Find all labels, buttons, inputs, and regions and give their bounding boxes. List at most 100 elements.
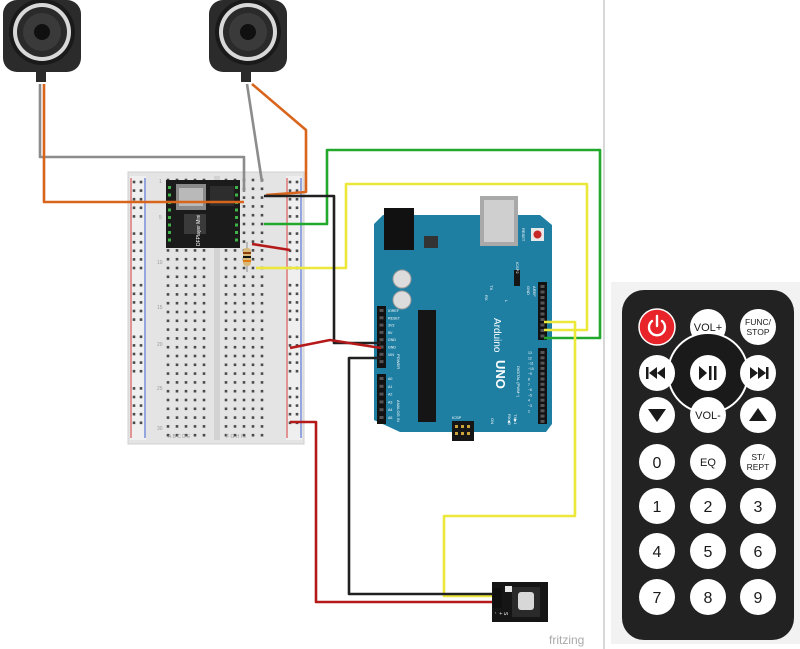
- arduino-digital-pin-label: 12: [528, 356, 532, 360]
- remote-digit-9-button[interactable]: 9: [740, 579, 776, 615]
- remote-func-stop-button[interactable]: FUNC/ STOP: [740, 309, 776, 345]
- digit-4-label: 4: [653, 544, 662, 561]
- next-icon: [750, 367, 769, 379]
- st-rept-label-1: ST/: [751, 452, 765, 462]
- arduino-power-pin-label: IOREF: [388, 309, 400, 313]
- wire-yellow-top: [256, 182, 589, 332]
- remote-digit-2-button[interactable]: 2: [690, 488, 726, 524]
- arduino-digital-pin-label: 4: [528, 399, 530, 403]
- remote-digit-6-button[interactable]: 6: [740, 533, 776, 569]
- digit-8-label: 8: [704, 590, 713, 607]
- arduino-digital-pin-label: ~3: [528, 404, 532, 408]
- arduino-icsp-label: ICSP: [452, 415, 462, 420]
- remote-vol-down-button[interactable]: VOL-: [690, 397, 726, 433]
- arduino-rx-pin-label: RX◀0: [507, 414, 512, 426]
- arduino-tx-pin-label: TX▶1: [513, 414, 518, 425]
- speaker-left: [3, 0, 81, 82]
- wire-black-ir: [347, 356, 492, 596]
- remote-digit-5-button[interactable]: 5: [690, 533, 726, 569]
- remote-next-button[interactable]: [740, 355, 776, 391]
- arduino-power-label: POWER: [396, 354, 401, 369]
- remote-digit-7-button[interactable]: 7: [639, 579, 675, 615]
- remote-prev-button[interactable]: [639, 355, 675, 391]
- power-icon: [647, 319, 667, 337]
- wire-red-resistor: [251, 242, 291, 252]
- breadboard-right-columns: F G H I J: [226, 434, 247, 440]
- zero-label: 0: [653, 455, 662, 472]
- arduino-digital-pin-label: ~6: [528, 388, 532, 392]
- vol-up-label: VOL+: [694, 322, 722, 334]
- remote-eq-button[interactable]: EQ: [690, 444, 726, 480]
- digit-3-label: 3: [754, 499, 763, 516]
- arduino-power-pin-label: GND: [388, 346, 396, 350]
- breadboard-row-15: 15: [157, 305, 163, 311]
- arduino-digital-pin-label: ~9: [528, 372, 532, 376]
- breadboard-left-columns: A B C D E: [168, 434, 191, 440]
- wires: [38, 83, 602, 604]
- down-icon: [648, 409, 666, 422]
- remote-st-rept-button[interactable]: ST/ REPT: [740, 444, 776, 480]
- remote-digit-1-button[interactable]: 1: [639, 488, 675, 524]
- arduino-power-pin-label: GND: [388, 338, 396, 342]
- vol-down-label: VOL-: [695, 410, 721, 422]
- wire-red-5v: [289, 338, 382, 350]
- remote-power-button[interactable]: [638, 308, 676, 346]
- arduino-gnd-label: GND: [526, 286, 531, 295]
- arduino-analog-pin-label: A4: [388, 408, 392, 412]
- func-stop-label-1: FUNC/: [745, 317, 772, 327]
- func-stop-label-2: STOP: [747, 327, 770, 337]
- breadboard-row-30: 30: [157, 426, 163, 432]
- breadboard-row-10: 10: [157, 260, 163, 266]
- digit-7-label: 7: [653, 590, 662, 607]
- up-icon: [749, 408, 767, 421]
- ir-receiver-module: - + S: [492, 582, 548, 622]
- arduino-digital-pin-label: 13: [528, 351, 532, 355]
- arduino-tx-label: TX: [489, 285, 494, 290]
- breadboard-row-5: 5: [159, 215, 162, 221]
- arduino-aref-label: AREF: [532, 286, 537, 297]
- arduino-digital-pin-label: ~10: [528, 367, 534, 371]
- wire-orange-right-speaker: [251, 83, 308, 197]
- st-rept-label-2: REPT: [747, 462, 770, 472]
- remote-down-button[interactable]: [639, 397, 675, 433]
- arduino-analog-pin-label: A0: [388, 377, 392, 381]
- arduino-analog-pin-label: A3: [388, 400, 392, 404]
- arduino-power-pin-label: VIN: [388, 353, 394, 357]
- digit-2-label: 2: [704, 499, 713, 516]
- arduino-digital-pin-label: 2: [528, 409, 530, 413]
- previous-icon: [646, 367, 665, 379]
- resistor: [243, 242, 251, 272]
- arduino-power-pin-label: 3V3: [388, 324, 394, 328]
- remote-digit-4-button[interactable]: 4: [639, 533, 675, 569]
- arduino-reset-label: RESET: [521, 228, 526, 242]
- eq-label: EQ: [700, 457, 716, 469]
- arduino-analog-pin-label: A1: [388, 385, 392, 389]
- remote-digit-8-button[interactable]: 8: [690, 579, 726, 615]
- wire-red-ir: [290, 420, 492, 604]
- dfplayer-module: DFPlayer Mini: [166, 180, 240, 248]
- arduino-uno: Arduino UNO AREF GND RESET ICSP2 TX RX L…: [374, 196, 552, 441]
- digit-9-label: 9: [754, 590, 763, 607]
- ir-pin-signal: S: [502, 612, 508, 616]
- remote-up-button[interactable]: [740, 397, 776, 433]
- digit-5-label: 5: [704, 544, 713, 561]
- remote-digit-3-button[interactable]: 3: [740, 488, 776, 524]
- arduino-analog-label: ANALOG IN: [396, 400, 401, 422]
- arduino-icsp2-label: ICSP2: [515, 262, 520, 274]
- digit-6-label: 6: [754, 544, 763, 561]
- arduino-digital-pin-label: ~11: [528, 362, 534, 366]
- digit-1-label: 1: [653, 499, 662, 516]
- play-pause-icon: [699, 366, 717, 380]
- remote-play-pause-button[interactable]: [690, 355, 726, 391]
- arduino-brand: Arduino: [491, 318, 502, 353]
- breadboard-row-25: 25: [157, 386, 163, 392]
- arduino-rx-label: RX: [484, 295, 489, 301]
- arduino-analog-pin-label: A5: [388, 416, 392, 420]
- fritzing-watermark: fritzing: [549, 633, 584, 647]
- arduino-l-label: L: [504, 300, 509, 303]
- arduino-power-pin-label: RESET: [388, 316, 401, 320]
- arduino-on-label: ON: [490, 418, 495, 424]
- speaker-right: [209, 0, 287, 82]
- remote-zero-button[interactable]: 0: [639, 444, 675, 480]
- ir-pin-minus: -: [492, 612, 498, 614]
